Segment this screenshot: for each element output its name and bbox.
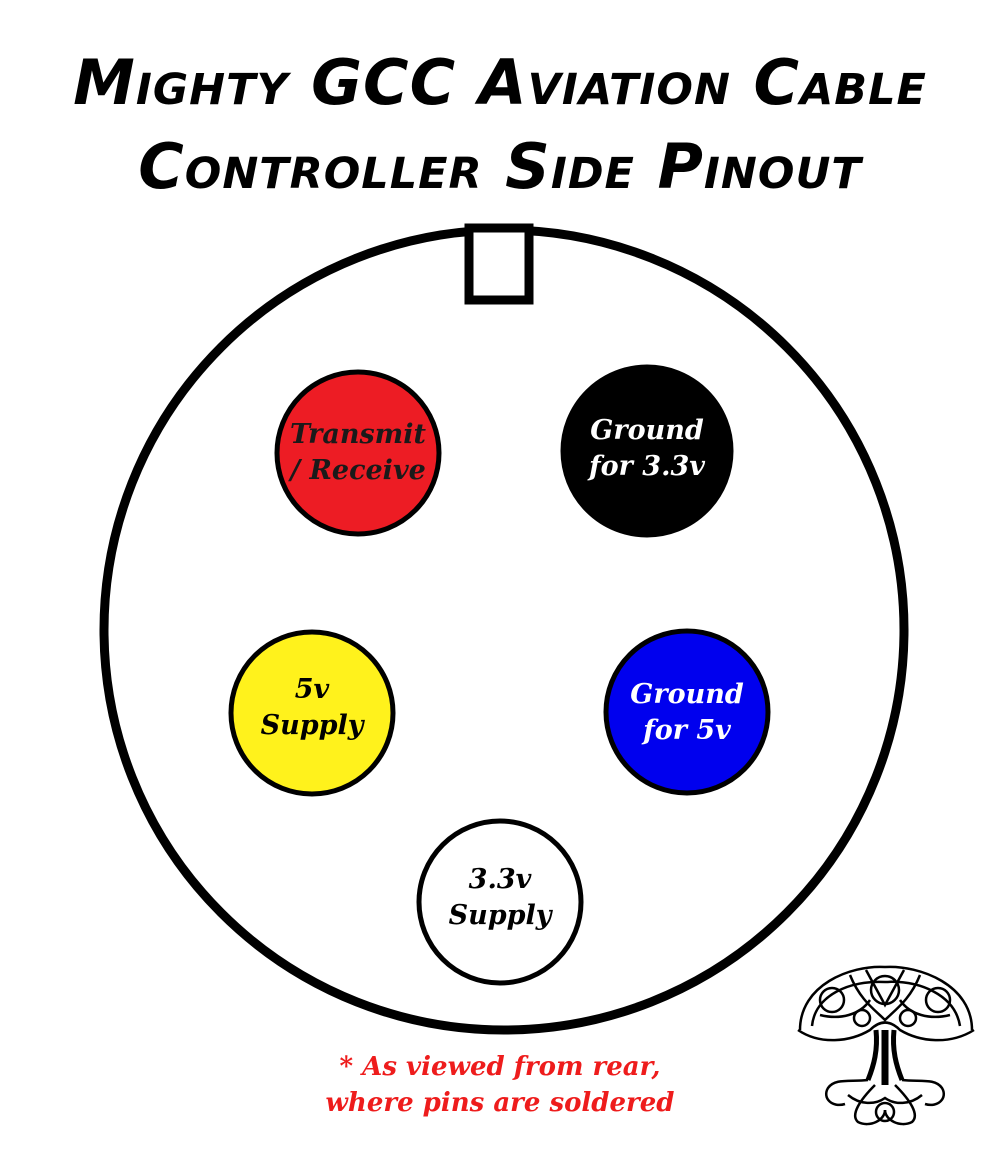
title-line-2: Controller Side Pinout bbox=[138, 130, 862, 203]
viewing-note-line-1: * As viewed from rear, bbox=[339, 1052, 661, 1082]
pin-transmit-receive bbox=[274, 369, 442, 537]
pin-label-line: Ground bbox=[630, 679, 744, 710]
pin-label-transmit-receive: Transmit / Receive bbox=[278, 417, 438, 489]
pin-label-ground-5v: Ground for 5v bbox=[607, 677, 767, 749]
pin-label-line: for 5v bbox=[643, 715, 731, 746]
pin-label-line: for 3.3v bbox=[589, 451, 705, 482]
pin-label-line: Transmit bbox=[290, 419, 426, 450]
connector-key-notch bbox=[464, 223, 534, 305]
pin-ground-3v3 bbox=[560, 364, 734, 538]
pin-supply-3v3 bbox=[416, 818, 584, 986]
pin-label-supply-5v: 5v Supply bbox=[232, 672, 392, 744]
pin-ground-5v bbox=[603, 628, 771, 796]
pin-label-ground-3v3: Ground for 3.3v bbox=[567, 413, 727, 485]
pin-label-line: 3.3v bbox=[468, 864, 532, 895]
viewing-note-line-2: where pins are soldered bbox=[325, 1088, 675, 1118]
pin-label-line: Supply bbox=[448, 900, 552, 931]
pin-label-supply-3v3: 3.3v Supply bbox=[420, 862, 580, 934]
pin-label-line: 5v bbox=[294, 674, 330, 705]
pin-label-line: Ground bbox=[590, 415, 704, 446]
title-line-1: Mighty GCC Aviation Cable bbox=[73, 46, 927, 119]
pin-label-line: Supply bbox=[260, 710, 364, 741]
pin-label-line: / Receive bbox=[290, 455, 426, 486]
celtic-tree-of-life-icon bbox=[797, 965, 975, 1126]
pin-supply-5v bbox=[228, 629, 396, 797]
